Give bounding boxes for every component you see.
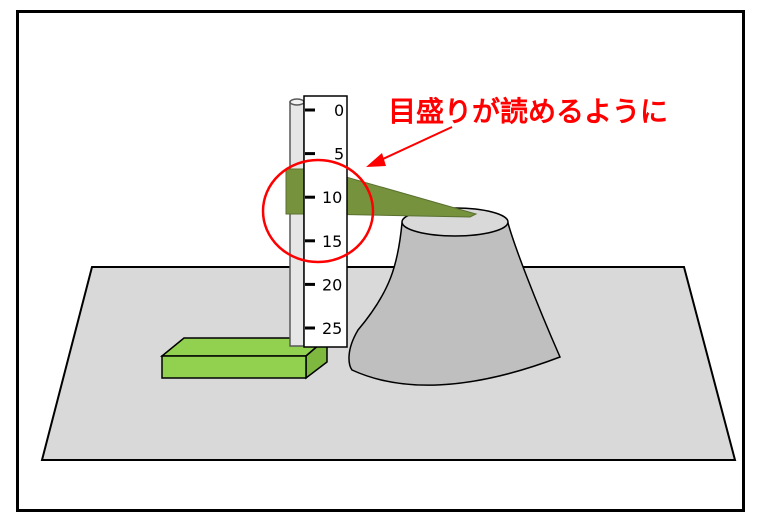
stand-rod-body (289, 101, 305, 347)
annotation-arrow (366, 126, 453, 167)
scale-label-20: 20 (322, 275, 342, 294)
stand-base (159, 336, 330, 380)
scale-label-15: 15 (322, 232, 342, 251)
scale-label-5: 5 (334, 145, 344, 164)
cone-body (348, 222, 562, 386)
highlight-circle (261, 158, 375, 264)
scale-label-25: 25 (322, 319, 342, 338)
cone-object (348, 207, 562, 386)
arrow-head (366, 153, 386, 167)
stand-rod (289, 98, 305, 347)
arrow-shaft (371, 126, 453, 165)
scale-label-10: 10 (322, 188, 342, 207)
stand-base-front (161, 355, 307, 379)
scale-body (303, 95, 348, 348)
stand-rod-top (289, 98, 305, 106)
annotation-label: 目盛りが読めるように (388, 95, 668, 128)
measuring-scale: 0 5 10 15 20 25 (303, 95, 348, 348)
scale-label-0: 0 (334, 101, 344, 120)
